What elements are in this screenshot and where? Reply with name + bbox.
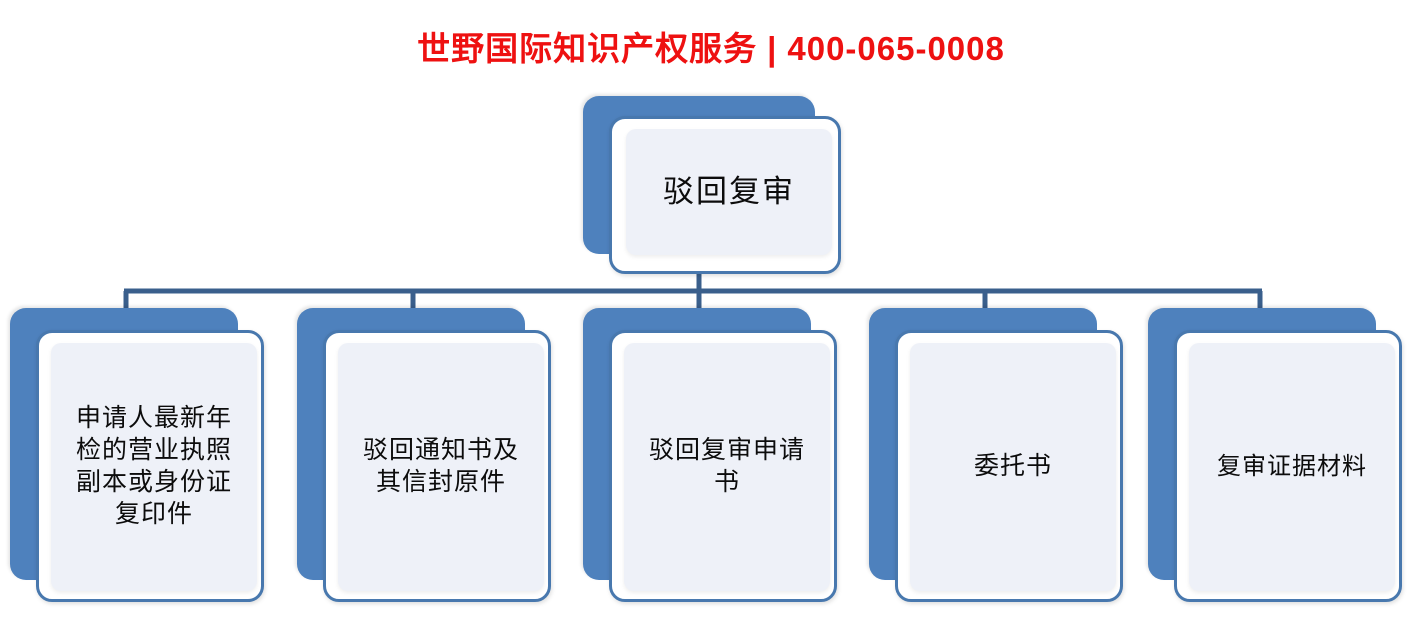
node-root[interactable]: 驳回复审 [583,96,843,276]
node-child-4[interactable]: 委托书 [869,308,1125,604]
node-child-3-panel: 驳回复审申请 书 [624,343,830,591]
node-child-5-panel: 复审证据材料 [1189,343,1395,591]
node-child-5[interactable]: 复审证据材料 [1148,308,1404,604]
node-root-label: 驳回复审 [663,174,795,210]
node-child-4-label: 委托书 [973,453,1052,480]
node-child-2-label: 驳回通知书及 其信封原件 [362,437,519,496]
node-child-1[interactable]: 申请人最新年 检的营业执照 副本或身份证 复印件 [10,308,266,604]
node-child-3[interactable]: 驳回复审申请 书 [583,308,839,604]
node-root-card: 驳回复审 [609,116,841,274]
node-child-5-card: 复审证据材料 [1174,330,1402,602]
title-separator: | [767,30,778,67]
node-child-1-panel: 申请人最新年 检的营业执照 副本或身份证 复印件 [51,343,257,591]
brand-name: 世野国际知识产权服务 [417,30,758,67]
node-child-2-panel: 驳回通知书及 其信封原件 [338,343,544,591]
node-child-4-panel: 委托书 [910,343,1116,591]
node-child-3-card: 驳回复审申请 书 [609,330,837,602]
node-child-3-label: 驳回复审申请 书 [648,437,805,496]
node-child-1-label: 申请人最新年 检的营业执照 副本或身份证 复印件 [75,405,232,528]
node-child-5-label: 复审证据材料 [1217,453,1367,480]
node-child-4-card: 委托书 [895,330,1123,602]
node-root-panel: 驳回复审 [626,129,832,255]
page-title: 世野国际知识产权服务|400-065-0008 [0,22,1422,70]
phone-number: 400-065-0008 [787,30,1005,67]
node-child-2[interactable]: 驳回通知书及 其信封原件 [297,308,553,604]
node-child-1-card: 申请人最新年 检的营业执照 副本或身份证 复印件 [36,330,264,602]
node-child-2-card: 驳回通知书及 其信封原件 [323,330,551,602]
